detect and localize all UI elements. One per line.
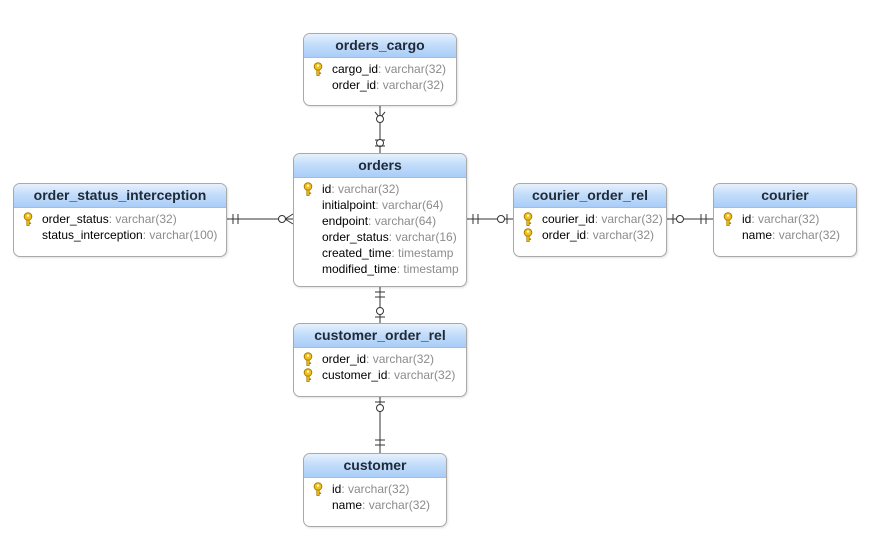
field-name: id [742,212,752,226]
field-type: : varchar(16) [388,230,457,244]
entity-order-status-interception[interactable]: order_status_interception order_status: … [13,183,227,257]
field-row: name: varchar(32) [714,227,856,243]
field-type: : varchar(32) [772,228,841,242]
field-type: : timestamp [391,246,454,260]
field-name: order_id [542,228,587,242]
field-type: : varchar(32) [586,228,655,242]
entity-courier[interactable]: courier id: varchar(32) name: varchar(32… [713,183,857,257]
entity-orders[interactable]: orders id: varchar(32) initialpoint: var… [293,153,467,287]
field-name: created_time [322,246,392,260]
entity-title: orders_cargo [304,34,456,58]
field-type: : varchar(32) [341,482,410,496]
entity-orders-cargo[interactable]: orders_cargo cargo_id: varchar(32) order… [303,33,457,106]
field-type: : varchar(64) [375,198,444,212]
field-name: cargo_id [332,62,379,76]
field-name: endpoint [322,214,369,228]
field-name: id [322,182,332,196]
field-name: order_id [332,78,377,92]
field-name: customer_id [322,368,388,382]
rel-orders-customer-order-rel [375,287,385,323]
rel-orders-order-status-interception [227,213,294,225]
field-type: : varchar(32) [751,212,820,226]
entity-title: order_status_interception [14,184,226,208]
field-row: status_interception: varchar(100) [14,227,226,243]
entity-title: customer [304,454,446,478]
entity-title: courier_order_rel [514,184,666,208]
entity-title: customer_order_rel [294,324,466,348]
key-icon [523,228,533,242]
field-row: id: varchar(32) [714,211,856,227]
field-name: name [332,498,363,512]
field-type: : varchar(32) [108,212,177,226]
field-type: : varchar(32) [387,368,456,382]
field-row: id: varchar(32) [304,481,446,497]
field-type: : varchar(64) [368,214,437,228]
rel-orders-courier-order-rel [467,214,513,224]
field-type: : varchar(32) [362,498,431,512]
field-row: created_time: timestamp [294,245,466,261]
field-name: order_id [322,352,367,366]
field-type: : timestamp [396,262,459,276]
rel-customer-order-rel-customer [375,397,385,453]
field-name: status_interception [42,228,143,242]
key-icon [723,212,733,226]
field-type: : varchar(32) [331,182,400,196]
field-row: cargo_id: varchar(32) [304,61,456,77]
field-row: order_id: varchar(32) [294,351,466,367]
key-icon [23,212,33,226]
field-row: endpoint: varchar(64) [294,213,466,229]
field-row: modified_time: timestamp [294,261,466,277]
field-type: : varchar(32) [366,352,435,366]
field-row: order_status: varchar(16) [294,229,466,245]
key-icon [303,368,313,382]
field-name: order_status [322,230,389,244]
entity-title: courier [714,184,856,208]
key-icon [313,482,323,496]
field-type: : varchar(100) [142,228,218,242]
field-type: : varchar(32) [378,62,447,76]
key-icon [303,182,313,196]
entity-customer[interactable]: customer id: varchar(32) name: varchar(3… [303,453,447,527]
entity-customer-order-rel[interactable]: customer_order_rel order_id: varchar(32)… [293,323,467,397]
field-row: name: varchar(32) [304,497,446,513]
field-name: initialpoint [322,198,376,212]
field-row: customer_id: varchar(32) [294,367,466,383]
field-type: : varchar(32) [594,212,663,226]
rel-orders-orders-cargo [374,106,386,153]
field-name: order_status [42,212,109,226]
field-row: order_id: varchar(32) [514,227,666,243]
field-type: : varchar(32) [376,78,445,92]
field-row: initialpoint: varchar(64) [294,197,466,213]
field-row: id: varchar(32) [294,181,466,197]
field-row: courier_id: varchar(32) [514,211,666,227]
field-name: id [332,482,342,496]
field-name: name [742,228,773,242]
field-row: order_status: varchar(32) [14,211,226,227]
key-icon [313,62,323,76]
entity-courier-order-rel[interactable]: courier_order_rel courier_id: varchar(32… [513,183,667,257]
field-name: courier_id [542,212,595,226]
entity-title: orders [294,154,466,178]
key-icon [523,212,533,226]
rel-courier-order-rel-courier [667,214,713,224]
field-name: modified_time [322,262,397,276]
field-row: order_id: varchar(32) [304,77,456,93]
key-icon [303,352,313,366]
